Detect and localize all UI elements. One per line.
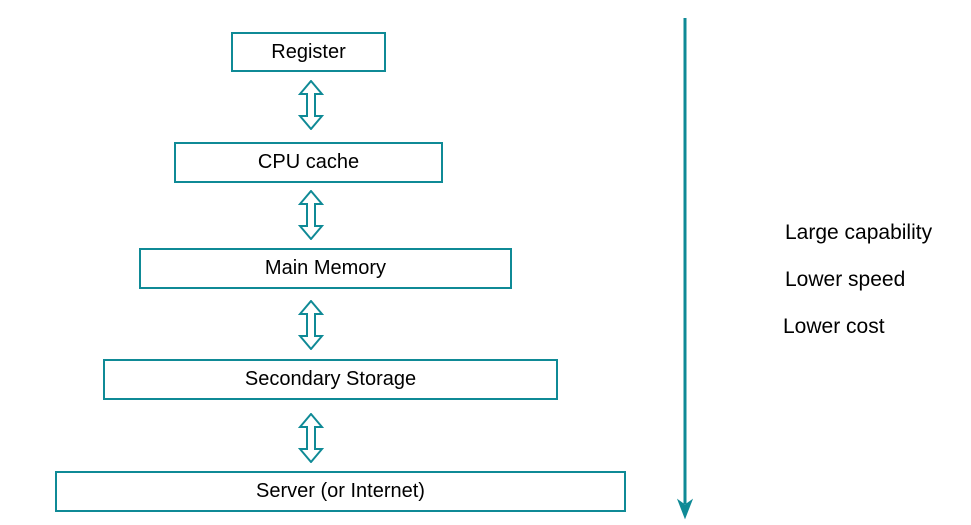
double-arrow-icon — [298, 190, 324, 240]
trend-label-speed: Lower speed — [785, 268, 906, 291]
level-main-memory-label: Main Memory — [264, 257, 387, 279]
level-main-memory: Main Memory — [139, 248, 512, 289]
level-secondary-storage-label: Secondary Storage — [244, 368, 417, 390]
level-secondary-storage: Secondary Storage — [103, 359, 558, 400]
level-server-label: Server (or Internet) — [256, 480, 425, 502]
trend-label-capability: Large capability — [785, 221, 933, 244]
trend-label-cost: Lower cost — [783, 315, 885, 338]
level-cpu-cache-label: CPU cache — [257, 151, 360, 173]
double-arrow-icon — [298, 413, 324, 463]
level-cpu-cache: CPU cache — [174, 142, 443, 183]
double-arrow-icon — [298, 80, 324, 130]
level-register-label: Register — [271, 40, 346, 63]
double-arrow-icon — [298, 300, 324, 350]
level-register: Register — [231, 32, 386, 72]
level-server: Server (or Internet) — [55, 471, 626, 512]
down-arrow-icon — [676, 18, 694, 520]
